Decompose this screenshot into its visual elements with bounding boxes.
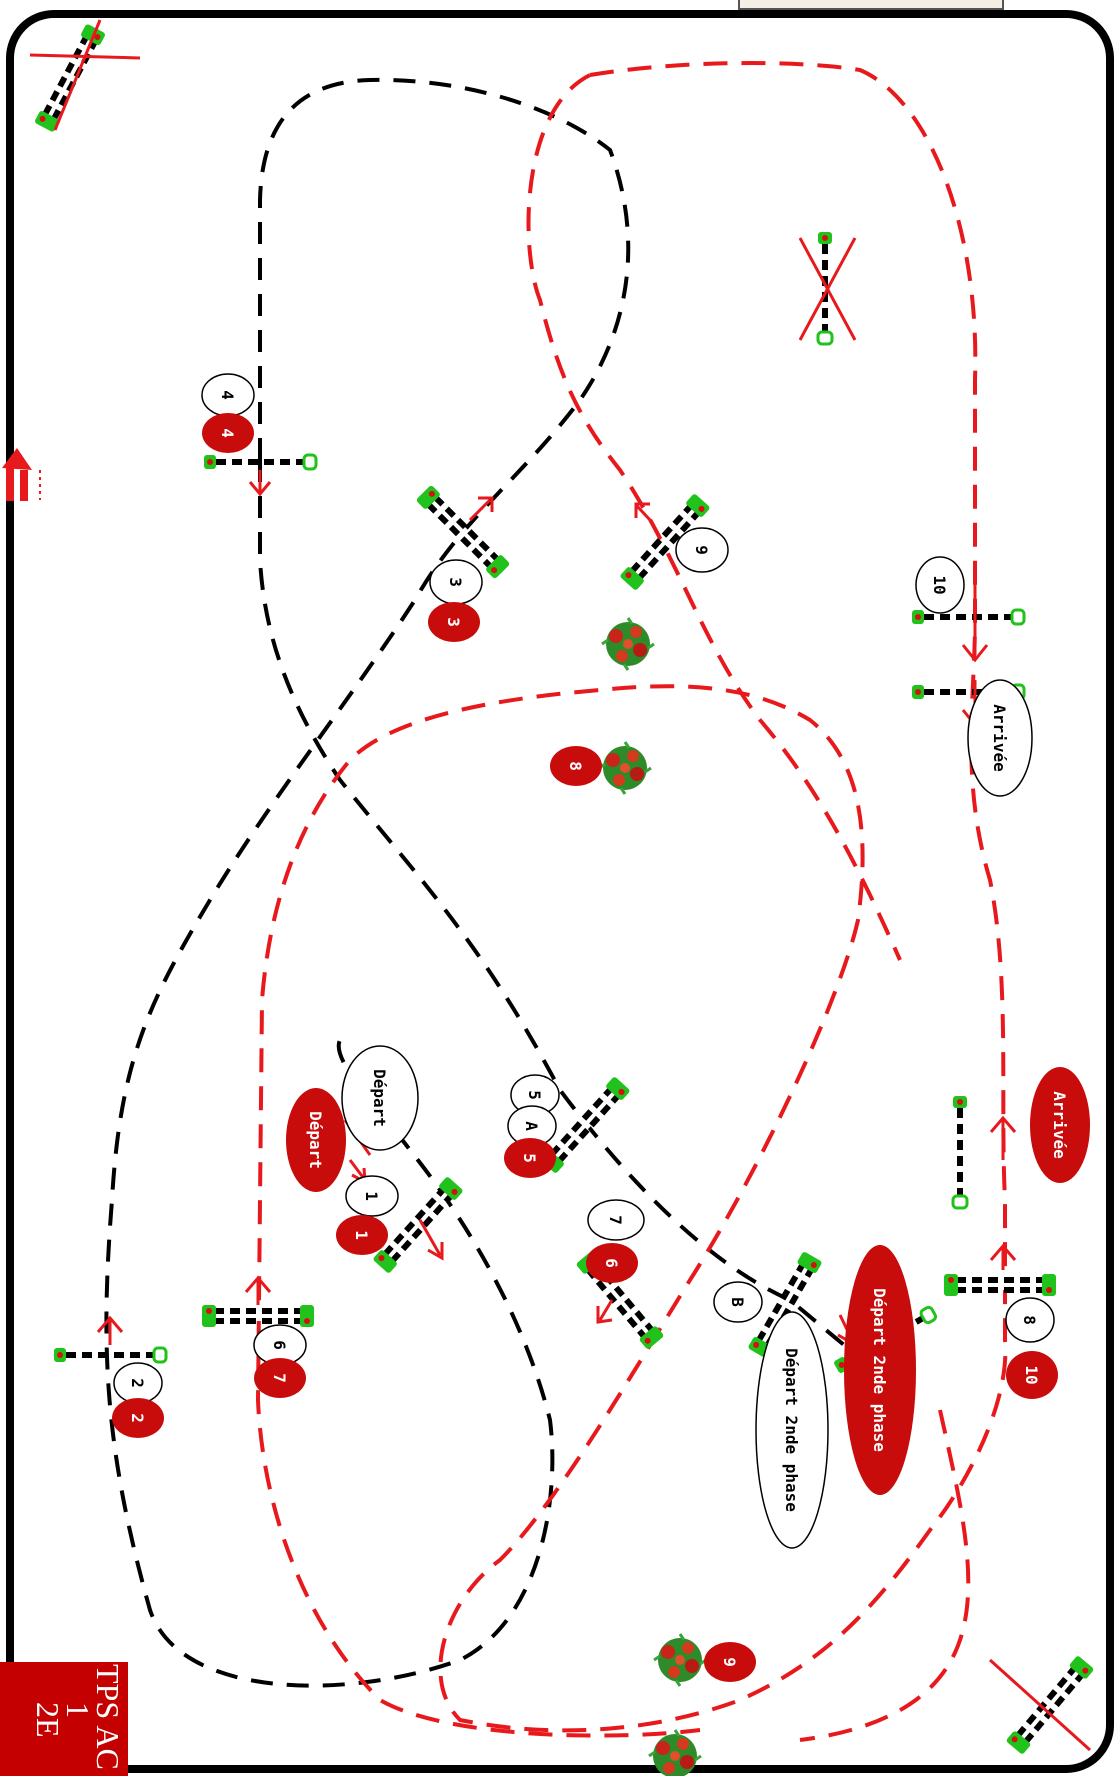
- svg-text:Arrivée: Arrivée: [990, 704, 1009, 771]
- svg-text:B: B: [728, 1297, 747, 1307]
- svg-text:Départ: Départ: [306, 1111, 325, 1169]
- white-badge-b: B: [713, 1281, 763, 1323]
- direction-arrow-icon: [244, 1275, 272, 1305]
- svg-text:3: 3: [444, 617, 463, 627]
- direction-arrow-icon: [596, 1299, 614, 1324]
- obstacle-icon: [944, 1274, 1056, 1296]
- crossed-obstacle-icon: [798, 237, 857, 341]
- white-label-depart: Départ: [341, 1045, 419, 1151]
- white-label-depart2: Départ 2nde phase: [755, 1311, 829, 1549]
- flower-pot-icon: [597, 740, 653, 796]
- svg-text:7: 7: [270, 1373, 289, 1383]
- red-badge-5: 5: [504, 1138, 556, 1178]
- obstacle-icon: [34, 23, 106, 132]
- svg-text:2: 2: [128, 1378, 147, 1388]
- obstacle-icon: [912, 610, 1024, 624]
- red-badge-7: 7: [254, 1358, 306, 1398]
- svg-text:6: 6: [270, 1340, 289, 1350]
- white-badge-7: 7: [587, 1199, 645, 1241]
- svg-text:1: 1: [362, 1191, 381, 1201]
- obstacle-icon: [818, 232, 832, 344]
- direction-arrow-icon: [468, 496, 494, 522]
- direction-arrow-icon: [248, 470, 272, 497]
- direction-arrow-icon: [634, 502, 652, 522]
- red-label-arrivee: Arrivée: [1030, 1067, 1090, 1183]
- direction-arrow-icon: [989, 1243, 1017, 1270]
- direction-arrow-icon: [96, 1315, 124, 1345]
- direction-arrow-icon: [418, 1219, 444, 1261]
- svg-text:2: 2: [128, 1413, 147, 1423]
- svg-text:6: 6: [602, 1258, 621, 1268]
- svg-text:3: 3: [446, 577, 465, 587]
- red-badge-6: 6: [586, 1243, 638, 1283]
- red-badge-9: 9: [704, 1642, 756, 1682]
- svg-text:A: A: [522, 1121, 541, 1131]
- title-box: TPS AC 1 2E: [0, 1662, 128, 1776]
- svg-text:Départ: Départ: [370, 1069, 389, 1127]
- svg-text:Départ 2nde phase: Départ 2nde phase: [782, 1348, 801, 1512]
- direction-arrow-icon: [989, 1115, 1017, 1160]
- red-label-depart2: Départ 2nde phase: [844, 1245, 916, 1495]
- red-badge-10: 10: [1006, 1351, 1058, 1399]
- white-badge-8: 8: [1005, 1297, 1055, 1343]
- red-badge-3: 3: [428, 602, 480, 642]
- red-route-3: [799, 1409, 971, 1742]
- svg-text:10: 10: [930, 575, 949, 594]
- svg-text:8: 8: [566, 761, 585, 771]
- entrance-arrow-icon: [2, 448, 41, 501]
- svg-text:8: 8: [1020, 1315, 1039, 1325]
- red-label-depart: Départ: [286, 1088, 346, 1192]
- red-badge-2: 2: [112, 1398, 164, 1438]
- white-badge-6: 6: [253, 1324, 307, 1366]
- svg-text:9: 9: [720, 1657, 739, 1667]
- obstacle-icon: [953, 1096, 967, 1208]
- white-label-arrivee: Arrivée: [967, 679, 1033, 797]
- crossed-obstacle-icon: [988, 1658, 1092, 1752]
- svg-text:7: 7: [606, 1215, 625, 1225]
- obstacle-icon: [54, 1348, 166, 1362]
- white-badge-4: 4: [201, 373, 255, 417]
- red-badge-8: 8: [550, 746, 602, 786]
- svg-text:5: 5: [525, 1090, 544, 1100]
- flower-pot-icon: [652, 1632, 708, 1688]
- svg-text:4: 4: [218, 428, 237, 438]
- direction-arrow-icon: [961, 580, 989, 663]
- svg-text:10: 10: [1022, 1365, 1041, 1384]
- red-badge-1: 1: [336, 1215, 388, 1255]
- svg-text:Départ 2nde phase: Départ 2nde phase: [870, 1288, 889, 1452]
- red-badge-4: 4: [202, 413, 254, 453]
- white-badge-2: 2: [113, 1362, 163, 1404]
- white-badge-1: 1: [345, 1175, 399, 1217]
- red-route-2: [526, 73, 902, 961]
- svg-text:5: 5: [520, 1153, 539, 1163]
- title-line-3: 2E: [30, 1702, 66, 1738]
- black-route: [104, 77, 631, 1688]
- crossed-obstacle-icon: [53, 19, 102, 131]
- white-badge-4-text: 4: [218, 390, 237, 400]
- top-tab: [738, 0, 1004, 10]
- white-badge-10: 10: [915, 556, 965, 614]
- white-badge-9: 9: [675, 527, 729, 573]
- flower-pot-icon: [600, 616, 656, 672]
- arena-border: [6, 10, 1114, 1773]
- svg-text:1: 1: [352, 1230, 371, 1240]
- white-badge-3: 3: [429, 559, 483, 605]
- svg-text:9: 9: [692, 545, 711, 555]
- svg-text:Arrivée: Arrivée: [1050, 1091, 1069, 1158]
- black-route-2: [258, 460, 852, 1352]
